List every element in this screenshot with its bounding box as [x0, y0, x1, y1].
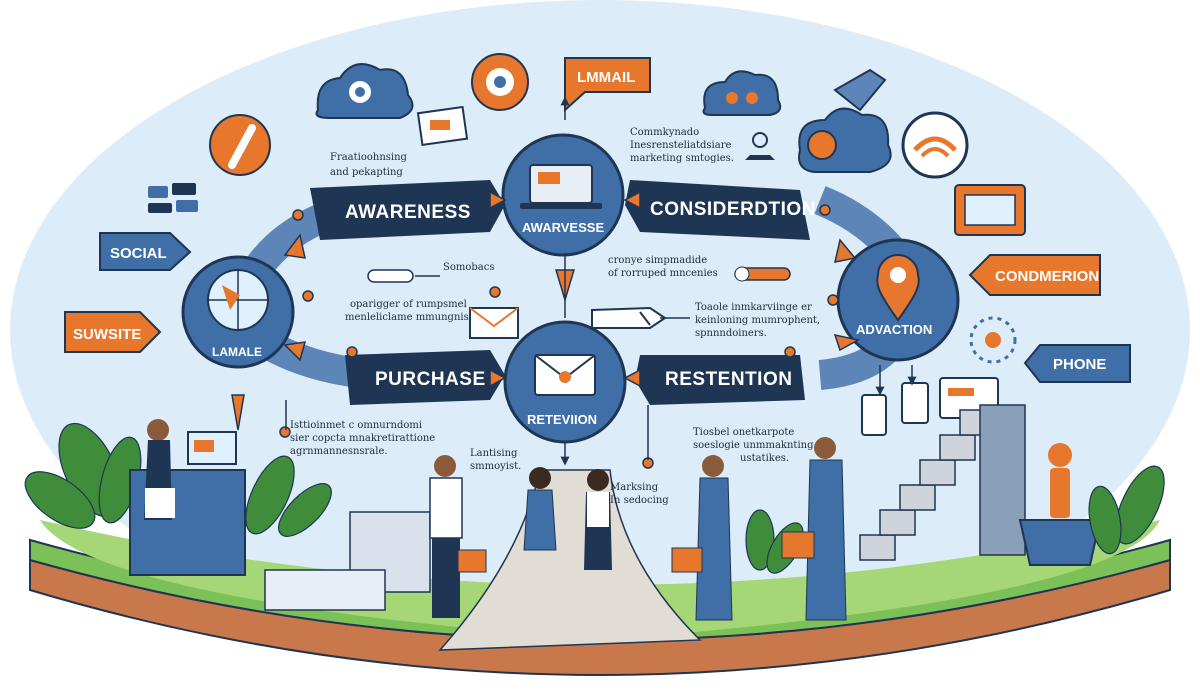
- stage-consideration[interactable]: CONSIDERDTION: [625, 180, 816, 240]
- note-6-line-3: spnnndoiners.: [695, 328, 767, 339]
- note-7-line-1: Isttioinmet c omnurndomi: [290, 420, 422, 431]
- note-1-line-2: and pekapting: [330, 167, 403, 178]
- wifi-globe-icon: [901, 111, 969, 179]
- note-2: Commkynado Inesrensteliatdsiare marketin…: [630, 127, 734, 164]
- circle-left-label: LAMALE: [212, 345, 262, 359]
- note-7: Isttioinmet c omnurndomi sier copcta mna…: [290, 420, 435, 457]
- thin-connectors: [285, 96, 917, 466]
- stage-restention[interactable]: RESTENTION: [635, 355, 805, 405]
- note-3-line-1: Somobacs: [443, 262, 494, 273]
- gear-ring-icon: [969, 316, 1017, 364]
- circle-left[interactable]: LAMALE: [181, 255, 295, 369]
- note-4: cronye simpmadide of rorruped mncenies: [608, 255, 718, 279]
- pen-slider-icon: [734, 266, 791, 282]
- note-10-line-1: Marksing: [610, 482, 659, 493]
- stage-restention-label: RESTENTION: [665, 369, 792, 390]
- note-2-line-1: Commkynado: [630, 127, 699, 138]
- note-7-line-3: agrnmannesnsrale.: [290, 446, 388, 457]
- callout-suwsite-label: SUWSITE: [73, 326, 141, 343]
- note-5-line-1: oparigger of rumpsmel: [350, 299, 467, 310]
- note-6-line-1: Toaole inmkarviinge er: [695, 302, 812, 313]
- microphone-icon: [209, 114, 271, 176]
- trophy-figure: [1018, 443, 1102, 566]
- circle-center-label: RETEVIION: [527, 412, 597, 427]
- note-8-line-2: smmoyist.: [470, 461, 521, 472]
- stage-consideration-label: CONSIDERDTION: [650, 199, 816, 220]
- circle-top[interactable]: AWARVESSE: [501, 133, 625, 257]
- callout-social[interactable]: SOCIAL: [99, 232, 192, 271]
- note-2-line-3: marketing smtogies.: [630, 153, 734, 164]
- callout-condmerion-label: CONDMERION: [995, 268, 1099, 285]
- circle-right-label: ADVACTION: [856, 322, 932, 337]
- circle-right[interactable]: ADVACTION: [836, 238, 960, 362]
- cursor-tag-icon: [591, 306, 667, 329]
- note-7-line-2: sier copcta mnakretirattione: [290, 433, 435, 444]
- note-4-line-1: cronye simpmadide: [608, 255, 707, 266]
- cloud-people-icon: [702, 70, 782, 116]
- note-6-line-2: keinloning mumrophent,: [695, 315, 820, 326]
- callout-phone[interactable]: PHONE: [1023, 344, 1131, 383]
- callout-social-label: SOCIAL: [110, 245, 167, 262]
- note-1-line-1: Fraatioohnsing: [330, 152, 408, 163]
- laptop-window-icon: [954, 184, 1026, 236]
- note-9-line-2: soeslogie unmmaknting: [693, 440, 814, 451]
- note-9-line-1: Tiosbel onetkarpote: [693, 427, 794, 438]
- note-8: Lantising smmoyist.: [470, 448, 521, 472]
- callout-lmmail-label: LMMAIL: [577, 69, 635, 86]
- note-4-line-2: of rorruped mncenies: [608, 268, 718, 279]
- note-10-line-2: In sedocing: [610, 495, 669, 506]
- people-group: [264, 437, 847, 621]
- note-5: oparigger of rumpsmel menleliclame mmung…: [345, 299, 469, 323]
- callout-condmerion[interactable]: CONDMERION: [968, 254, 1101, 296]
- stage-awareness[interactable]: AWARENESS: [310, 180, 505, 240]
- location-pin-icon: [876, 254, 920, 322]
- cloud-gear-icon: [315, 63, 414, 119]
- note-2-line-2: Inesrensteliatdsiare: [630, 140, 731, 151]
- note-9-line-3: ustatikes.: [740, 453, 789, 464]
- staircase: [859, 404, 1026, 561]
- target-gear-icon: [471, 53, 529, 111]
- callout-suwsite[interactable]: SUWSITE: [64, 311, 162, 353]
- presentation-board-icon: [416, 105, 469, 147]
- mail-icon: [469, 307, 519, 339]
- note-6: Toaole inmkarviinge er keinloning mumrop…: [695, 302, 820, 339]
- stage-purchase-label: PURCHASE: [375, 369, 486, 390]
- chat-bubbles-icon: [148, 183, 198, 213]
- stage-awareness-label: AWARENESS: [345, 202, 471, 223]
- note-8-line-1: Lantising: [470, 448, 518, 459]
- lamp-icon: [745, 132, 775, 160]
- stage-purchase[interactable]: PURCHASE: [345, 350, 505, 405]
- note-9: Tiosbel onetkarpote soeslogie unmmakntin…: [693, 427, 814, 464]
- note-10: Marksing In sedocing: [610, 482, 669, 506]
- note-1: Fraatioohnsing and pekapting: [330, 152, 408, 178]
- circle-top-label: AWARVESSE: [522, 220, 604, 235]
- circle-center[interactable]: RETEVIION: [503, 320, 627, 444]
- stone-path: [438, 469, 702, 651]
- note-3: Somobacs: [443, 262, 494, 273]
- callout-phone-label: PHONE: [1053, 356, 1106, 373]
- note-5-line-2: menleliclame mmungnis: [345, 312, 469, 323]
- pill-icon: [367, 269, 414, 283]
- desk-station: [129, 419, 246, 576]
- rocket-cloud-icon: [798, 68, 892, 173]
